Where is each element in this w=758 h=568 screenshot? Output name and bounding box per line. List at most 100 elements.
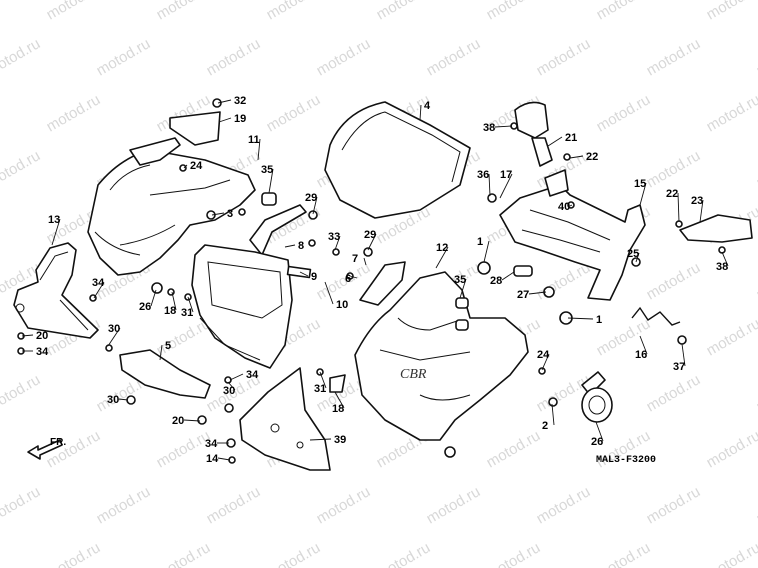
watermark-text: motod.ru [594, 0, 654, 23]
callout-leader [483, 240, 490, 263]
callout-leader [118, 398, 129, 401]
callout-label-1: 1 [596, 314, 602, 326]
callout-leader [459, 278, 467, 299]
callout-label-36: 36 [477, 169, 489, 181]
callout-label-31: 31 [181, 307, 193, 319]
watermark-text: motod.ru [424, 35, 484, 79]
callout-leader [334, 391, 345, 409]
callout-label-26: 26 [591, 436, 603, 448]
callout-leader [699, 199, 704, 223]
callout-label-6: 6 [345, 273, 351, 285]
watermark-text: motod.ru [754, 35, 758, 79]
callout-label-17: 17 [500, 169, 512, 181]
watermark-text: motod.ru [0, 35, 43, 79]
callout-label-38: 38 [716, 261, 728, 273]
callout-label-23: 23 [691, 195, 703, 207]
callout-leader [229, 373, 244, 381]
callout-leader [551, 403, 555, 426]
part-2-horn [581, 371, 613, 423]
part-4-windscreen [324, 101, 471, 219]
callout-label-7: 7 [352, 253, 358, 265]
callout-leader [21, 334, 34, 337]
callout-leader [349, 275, 358, 279]
callout-leader [217, 457, 231, 461]
callout-leader [721, 251, 729, 267]
watermark-text: motod.ru [264, 539, 324, 568]
watermark-text: motod.ru [534, 35, 594, 79]
callout-label-34: 34 [246, 369, 259, 381]
watermark-text: motod.ru [314, 35, 374, 79]
callout-label-30: 30 [108, 323, 120, 335]
callout-label-24: 24 [537, 349, 550, 361]
callout-label-5: 5 [165, 340, 171, 352]
svg-text:CBR: CBR [400, 367, 427, 382]
watermark-text: motod.ru [594, 539, 654, 568]
callout-leader [93, 281, 105, 299]
front-arrow: FR. [27, 437, 66, 460]
part-23-mirror [679, 214, 753, 243]
callout-label-24: 24 [190, 160, 203, 172]
callout-leader [107, 327, 121, 347]
part-35-grommet [261, 192, 277, 206]
callout-label-29: 29 [305, 192, 317, 204]
callout-leader [363, 257, 367, 266]
callout-label-2: 2 [542, 420, 548, 432]
callout-label-30: 30 [223, 385, 235, 397]
callout-label-31: 31 [314, 383, 326, 395]
part-10-meter-panel [191, 244, 293, 369]
callout-leader [268, 168, 274, 194]
callout-leader [569, 155, 584, 159]
watermark-text: motod.ru [704, 315, 758, 359]
callout-leader [150, 289, 157, 307]
diagram-code: MAL3-F3200 [596, 455, 656, 466]
callout-leader [324, 281, 334, 305]
callout-leader [171, 291, 177, 311]
callout-leader [309, 438, 332, 441]
watermark-text: motod.ru [154, 0, 214, 23]
watermark-text: motod.ru [44, 0, 104, 23]
callout-label-10: 10 [336, 299, 348, 311]
callout-leader [367, 233, 377, 251]
callout-leader [227, 381, 236, 391]
callout-leader [211, 212, 225, 216]
watermark-text: motod.ru [644, 483, 704, 527]
callout-leader [284, 244, 296, 248]
callout-leader [595, 421, 604, 442]
watermark-text: motod.ru [374, 539, 434, 568]
callout-leader [639, 182, 647, 206]
callout-label-34: 34 [92, 277, 105, 289]
callout-leader [419, 104, 422, 121]
callout-label-30: 30 [107, 394, 119, 406]
callout-label-32: 32 [234, 95, 246, 107]
watermark-text: motod.ru [484, 0, 544, 23]
callout-label-34: 34 [36, 346, 49, 358]
callout-label-29: 29 [364, 229, 376, 241]
watermark-text: motod.ru [484, 427, 544, 471]
callout-leader [435, 246, 449, 269]
callout-label-34: 34 [205, 438, 218, 450]
watermark-text: motod.ru [754, 483, 758, 527]
callout-leader [677, 192, 680, 223]
callout-leader [51, 218, 61, 246]
watermark-text: motod.ru [704, 539, 758, 568]
callout-label-8: 8 [298, 240, 304, 252]
part-12-side-cowl: CBR [354, 271, 529, 441]
part-35-grommet-b [455, 297, 469, 331]
callout-label-38: 38 [483, 122, 495, 134]
callout-label-37: 37 [673, 361, 685, 373]
part-16-wire [631, 306, 681, 326]
callout-label-3: 3 [227, 208, 233, 220]
callout-label-12: 12 [436, 242, 448, 254]
watermark-text: motod.ru [644, 371, 704, 415]
callout-leader [334, 235, 341, 251]
callout-leader [218, 117, 232, 123]
watermark-text: motod.ru [424, 483, 484, 527]
callout-label-39: 39 [334, 434, 346, 446]
watermark-text: motod.ru [204, 483, 264, 527]
watermark-text: motod.ru [644, 147, 704, 191]
callout-label-1: 1 [477, 236, 483, 248]
callout-label-27: 27 [517, 289, 529, 301]
watermark-text: motod.ru [0, 371, 43, 415]
callout-leader [187, 296, 194, 313]
